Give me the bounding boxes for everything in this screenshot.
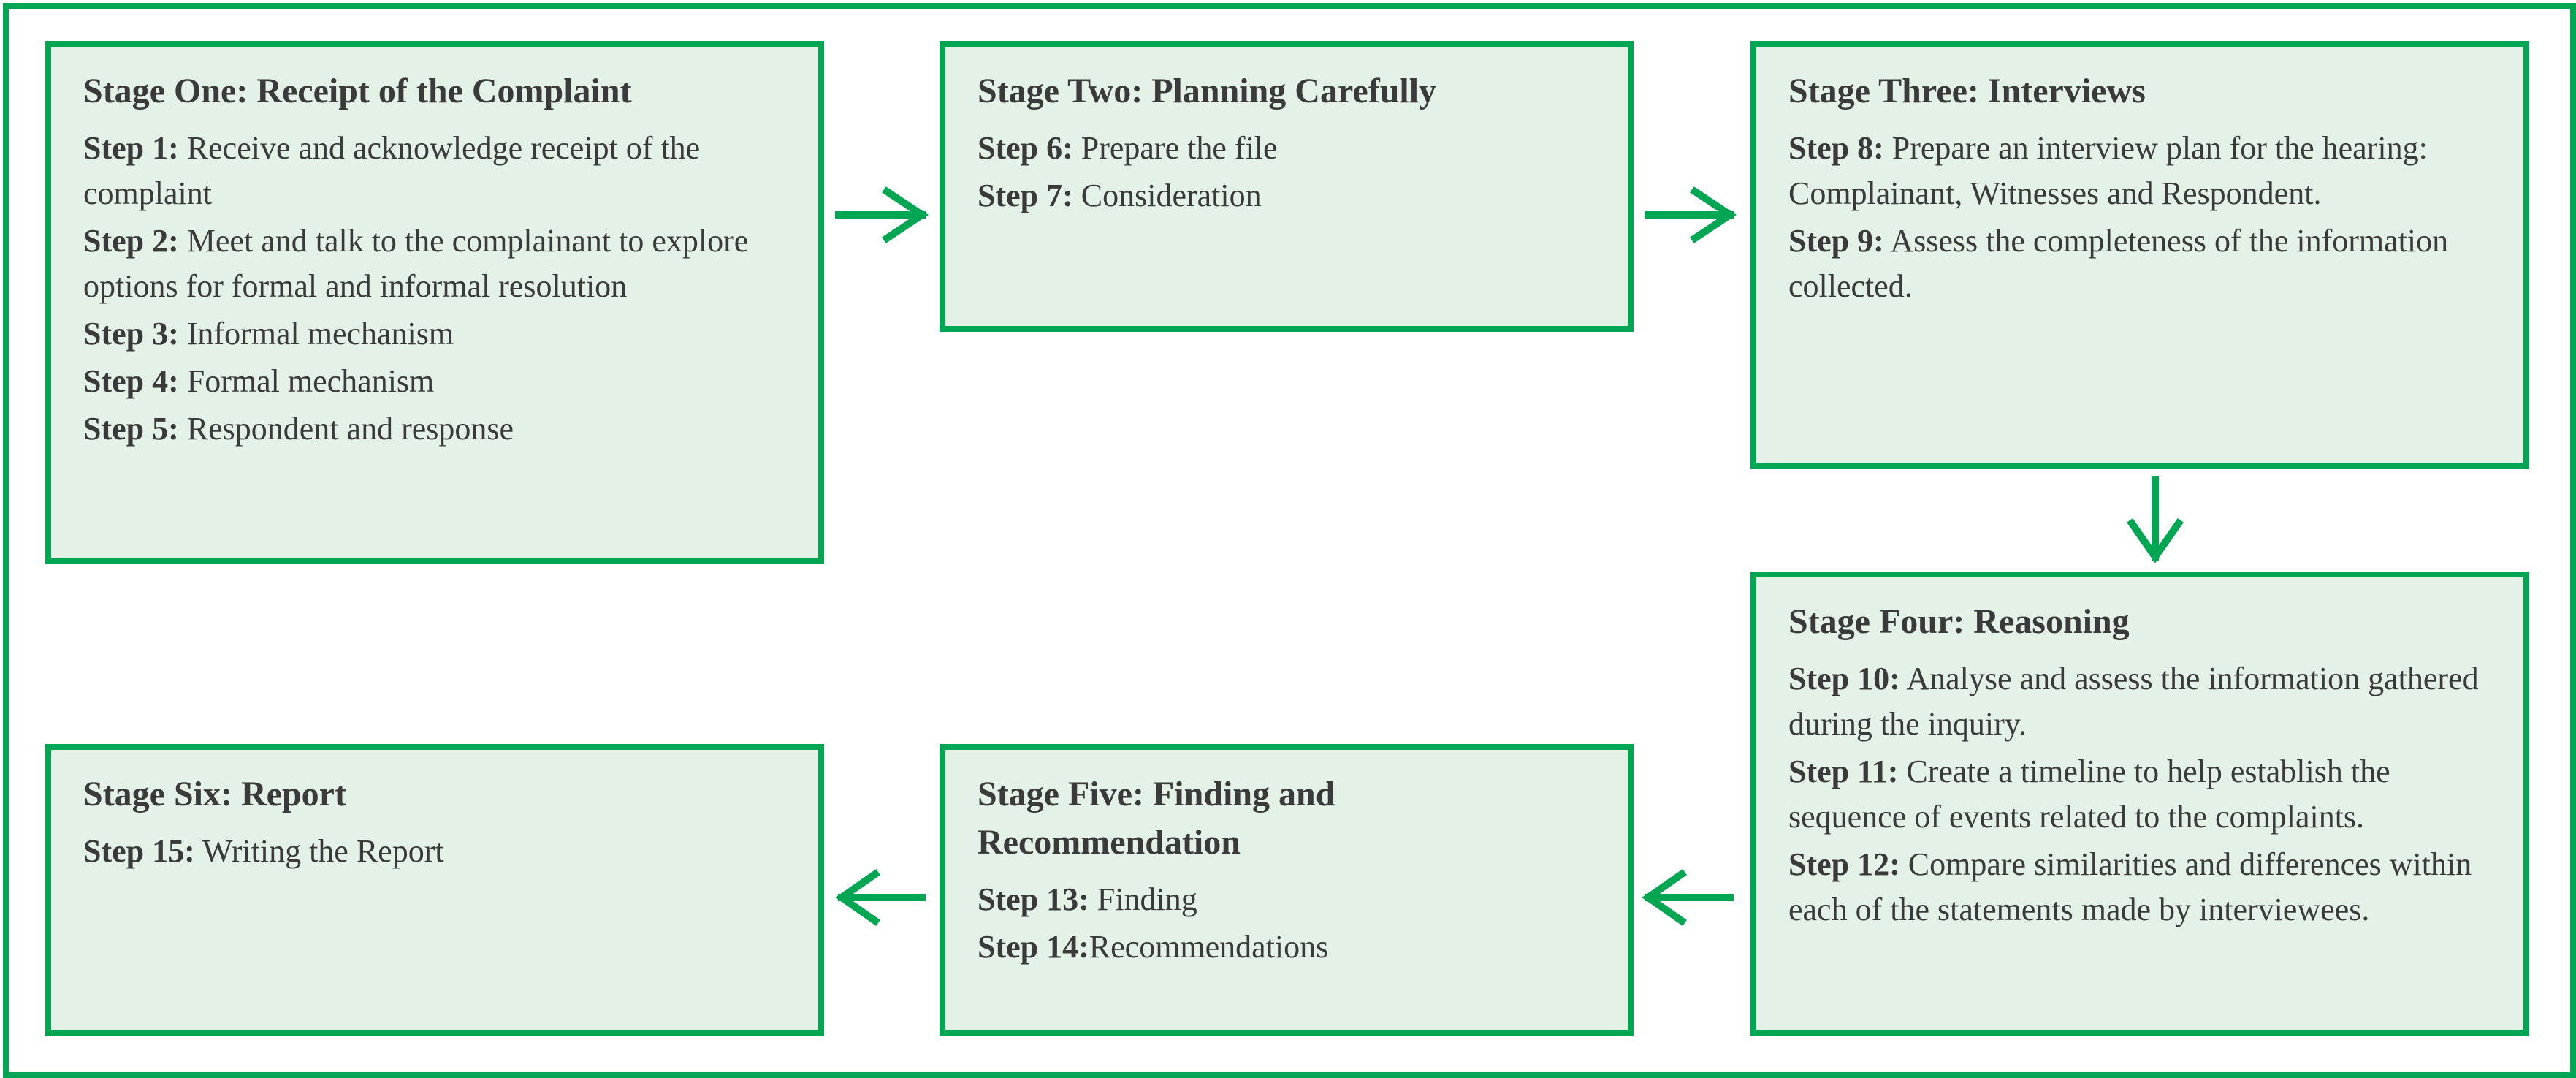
step-text: Consideration: [1072, 178, 1262, 213]
step-label: Step 10:: [1788, 661, 1900, 696]
step-label: Step 1:: [83, 130, 179, 166]
step-label: Step 4:: [83, 363, 179, 399]
step-text: Analyse and assess the information gathe…: [1788, 661, 2479, 742]
step-item: Step 8: Prepare an interview plan for th…: [1788, 126, 2491, 216]
step-label: Step 6:: [978, 130, 1073, 166]
stage-title: Stage Two: Planning Carefully: [978, 72, 1437, 110]
outer-frame: [3, 3, 2576, 1078]
step-label: Step 13:: [978, 881, 1089, 917]
step-item: Step 5: Respondent and response: [83, 406, 786, 452]
step-text: Respondent and response: [178, 411, 514, 447]
step-text: Create a timeline to help establish the …: [1788, 754, 2390, 835]
step-text: Finding: [1089, 881, 1197, 917]
arrow-down-icon: [2127, 476, 2184, 563]
step-label: Step 2:: [83, 223, 179, 259]
stage-one-box: Stage One: Receipt of the Complaint Step…: [45, 41, 824, 564]
step-text: Prepare an interview plan for the hearin…: [1788, 130, 2428, 211]
step-text: Prepare the file: [1072, 130, 1278, 166]
step-item: Step 14:Recommendations: [978, 925, 1596, 970]
step-label: Step 3:: [83, 316, 179, 352]
arrow-right-icon: [1645, 186, 1737, 243]
step-item: Step 15: Writing the Report: [83, 829, 786, 874]
stage-five-box: Stage Five: Finding and Recommendation S…: [940, 744, 1634, 1036]
stage-title: Stage One: Receipt of the Complaint: [83, 72, 632, 110]
step-text: Receive and acknowledge receipt of the c…: [83, 130, 701, 211]
stage-title: Stage Six: Report: [83, 775, 346, 813]
step-label: Step 8:: [1788, 130, 1884, 166]
arrow-left-icon: [835, 869, 926, 926]
step-text: Recommendations: [1089, 929, 1329, 965]
step-label: Step 7:: [978, 178, 1073, 213]
step-label: Step 12:: [1788, 846, 1900, 882]
step-label: Step 11:: [1788, 754, 1899, 789]
step-item: Step 2: Meet and talk to the complainant…: [83, 219, 786, 309]
stage-four-box: Stage Four: Reasoning Step 10: Analyse a…: [1750, 572, 2529, 1036]
stage-six-box: Stage Six: Report Step 15: Writing the R…: [45, 744, 824, 1036]
step-item: Step 9: Assess the completeness of the i…: [1788, 219, 2491, 309]
arrow-right-icon: [835, 186, 929, 243]
step-text: Formal mechanism: [178, 363, 435, 399]
stage-two-box: Stage Two: Planning Carefully Step 6: Pr…: [940, 41, 1634, 332]
step-text: Assess the completeness of the informati…: [1788, 223, 2449, 304]
step-item: Step 11: Create a timeline to help estab…: [1788, 749, 2491, 840]
stage-title: Stage Three: Interviews: [1788, 72, 2146, 110]
step-item: Step 12: Compare similarities and differ…: [1788, 842, 2491, 933]
stage-title: Stage Four: Reasoning: [1788, 602, 2130, 641]
arrow-left-icon: [1642, 869, 1734, 926]
stage-title: Stage Five: Finding and Recommendation: [978, 775, 1335, 862]
step-label: Step 9:: [1788, 223, 1884, 259]
step-label: Step 5:: [83, 411, 179, 447]
step-item: Step 3: Informal mechanism: [83, 311, 786, 357]
step-item: Step 10: Analyse and assess the informat…: [1788, 656, 2491, 747]
step-label: Step 14:: [978, 929, 1089, 965]
step-item: Step 6: Prepare the file: [978, 126, 1596, 171]
step-item: Step 13: Finding: [978, 877, 1596, 922]
step-text: Compare similarities and differences wit…: [1788, 846, 2472, 927]
step-text: Meet and talk to the complainant to expl…: [83, 223, 749, 304]
step-item: Step 1: Receive and acknowledge receipt …: [83, 126, 786, 216]
step-label: Step 15:: [83, 833, 195, 869]
step-item: Step 4: Formal mechanism: [83, 359, 786, 404]
stage-three-box: Stage Three: Interviews Step 8: Prepare …: [1750, 41, 2529, 469]
step-text: Informal mechanism: [178, 316, 454, 352]
step-item: Step 7: Consideration: [978, 173, 1596, 219]
step-text: Writing the Report: [194, 833, 444, 869]
